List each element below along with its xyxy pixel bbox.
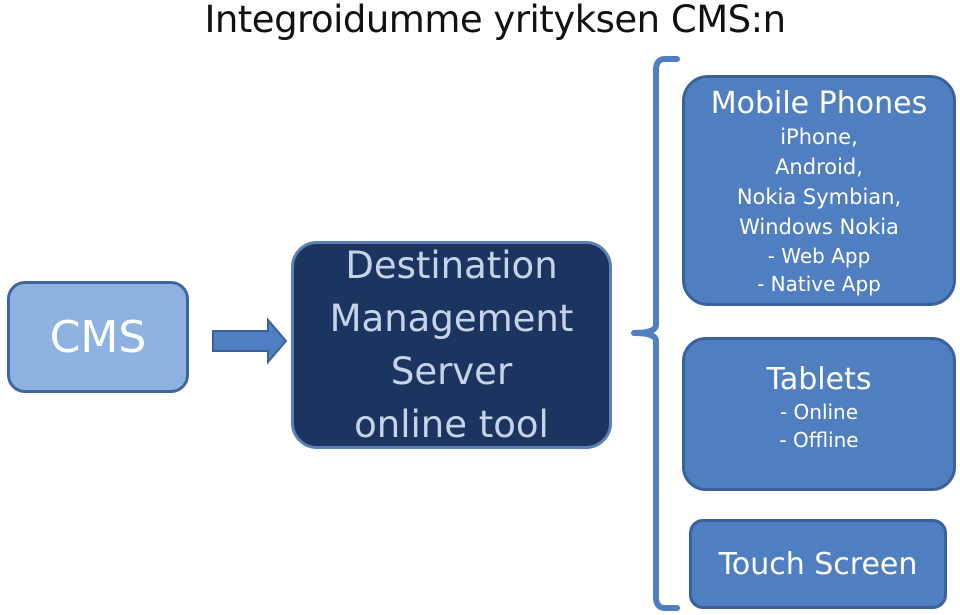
cms-label: CMS xyxy=(49,311,147,363)
tablets-heading: Tablets xyxy=(766,362,872,397)
mobile-phones-box: Mobile Phones iPhone, Android, Nokia Sym… xyxy=(682,75,956,306)
grouping-bracket xyxy=(631,56,680,611)
mobile-platform: Android, xyxy=(775,155,863,179)
tablets-item: - Offline xyxy=(779,428,859,452)
touch-label: Touch Screen xyxy=(718,546,918,582)
tablets-item: - Online xyxy=(779,400,859,424)
mobile-platform: Windows Nokia xyxy=(739,215,899,239)
mobile-app-type: - Native App xyxy=(757,272,881,296)
mobile-platform: iPhone, xyxy=(780,125,858,149)
dms-line: Management xyxy=(329,297,574,340)
mobile-heading: Mobile Phones xyxy=(710,86,928,121)
touch-screen-box: Touch Screen xyxy=(689,519,947,609)
page-title: Integroidumme yrityksen CMS:n xyxy=(204,0,786,41)
tablets-box: Tablets - Online - Offline xyxy=(682,337,956,491)
cms-box: CMS xyxy=(7,281,189,393)
right-arrow-icon xyxy=(212,317,288,365)
mobile-platform: Nokia Symbian, xyxy=(736,185,902,209)
dms-line: Destination xyxy=(345,244,558,287)
dms-line: online tool xyxy=(354,403,549,446)
destination-management-server-box: Destination Management Server online too… xyxy=(291,241,612,449)
dms-line: Server xyxy=(390,350,513,393)
mobile-app-type: - Web App xyxy=(767,244,871,268)
